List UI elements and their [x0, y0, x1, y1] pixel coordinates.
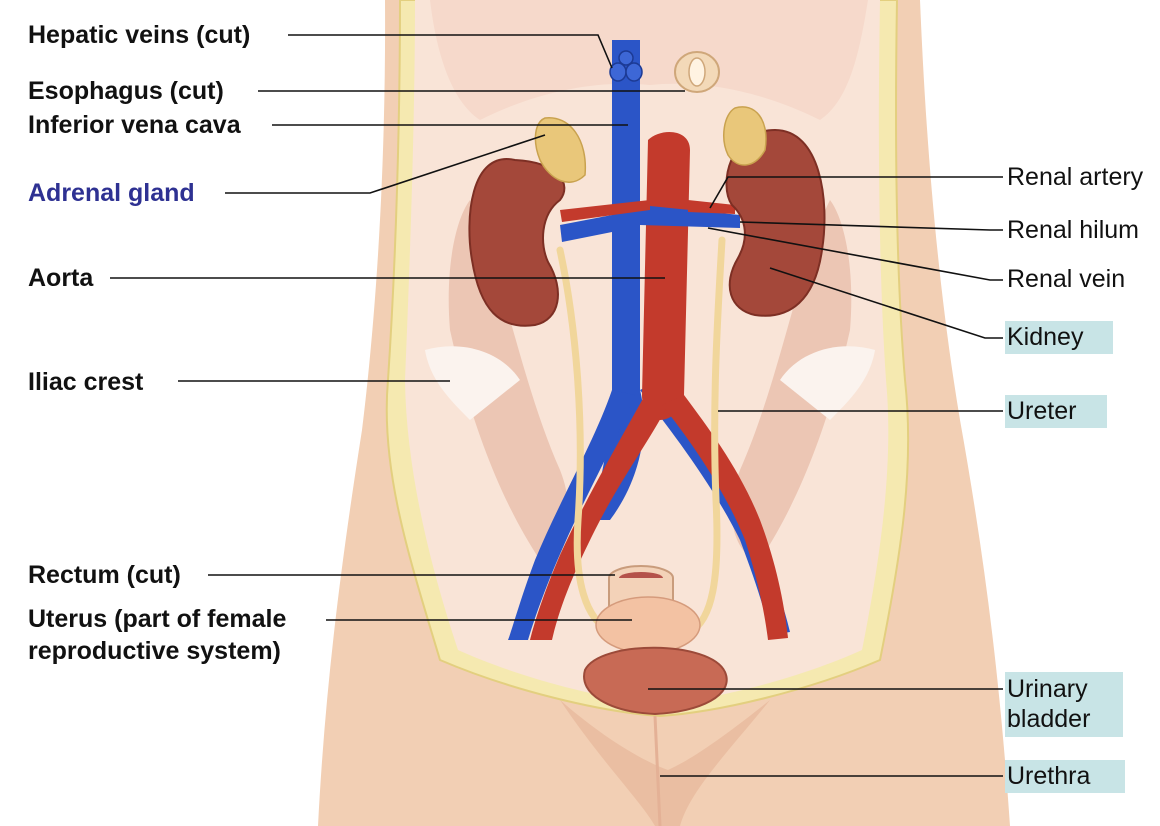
label-aorta: Aorta	[28, 264, 94, 292]
label-rectum: Rectum (cut)	[28, 561, 181, 589]
urinary-bladder	[583, 646, 728, 716]
iliac-vein-right	[640, 385, 790, 635]
hepatic-vein-stump	[609, 62, 627, 82]
urethra	[653, 715, 662, 826]
renal-vein-right	[640, 205, 740, 228]
leader-hepatic-veins	[288, 34, 613, 69]
highlight-urethra	[1005, 760, 1125, 793]
label-iliac-crest: Iliac crest	[28, 368, 144, 396]
label-hepatic-veins: Hepatic veins (cut)	[28, 21, 251, 49]
label-urinary-bladder-line1: Urinary	[1007, 675, 1088, 703]
ureter-right	[686, 236, 726, 636]
iliac-artery-right	[662, 395, 788, 640]
label-urinary-bladder-line2: bladder	[1007, 705, 1091, 733]
label-highlights	[1005, 321, 1125, 793]
pelvis-shading	[560, 700, 770, 826]
leader-renal-artery	[709, 176, 1003, 209]
uterus	[595, 596, 701, 654]
highlight-kidney	[1005, 321, 1113, 354]
adrenal-gland-right	[723, 106, 767, 166]
label-uterus-line1: Uterus (part of female	[28, 605, 287, 633]
iliac-vein-left	[508, 390, 635, 640]
leader-kidney	[769, 267, 1003, 339]
highlight-ureter	[1005, 395, 1107, 428]
leader-renal-vein	[707, 227, 1003, 281]
iliac-crest-bone	[425, 346, 520, 420]
iliac-crest-bone-right	[780, 346, 875, 420]
ureter-left	[556, 246, 616, 636]
label-renal-vein: Renal vein	[1007, 265, 1126, 293]
diaphragm	[430, 0, 868, 120]
leader-renal-hilum	[739, 221, 1003, 231]
renal-vein-left	[560, 215, 612, 242]
kidney-left	[468, 158, 566, 327]
label-adrenal-gland: Adrenal gland	[28, 179, 195, 207]
highlight-bladder	[1005, 672, 1123, 737]
leader-adrenal	[225, 134, 546, 194]
iliac-artery-left	[530, 395, 668, 640]
label-esophagus: Esophagus (cut)	[28, 77, 224, 105]
label-ureter: Ureter	[1007, 397, 1077, 425]
label-kidney: Kidney	[1007, 323, 1084, 351]
label-inferior-vena-cava: Inferior vena cava	[28, 111, 241, 139]
label-renal-hilum: Renal hilum	[1007, 216, 1140, 244]
label-uterus-line2: reproductive system)	[28, 637, 281, 665]
adrenal-gland-left	[534, 117, 587, 183]
label-urethra: Urethra	[1007, 762, 1091, 790]
label-renal-artery: Renal artery	[1007, 163, 1144, 191]
leader-lines	[110, 34, 1003, 777]
renal-artery-left	[560, 200, 650, 222]
aorta	[642, 131, 690, 420]
